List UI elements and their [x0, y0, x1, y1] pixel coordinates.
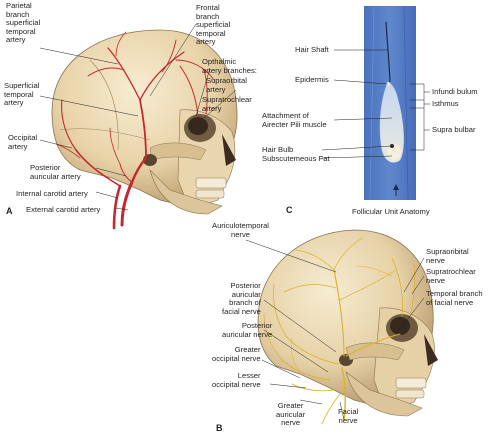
label-supratrochlear-artery: Supratrochlear artery [202, 95, 252, 113]
label-superficial-temporal-artery: Superficial temporal artery [4, 81, 40, 108]
label-supratrochlear-nerve: Supratrochlear nerve [426, 267, 476, 285]
label-subcutaneous-fat: Subscutemeous Fat [262, 154, 330, 163]
label-supra-bulbar: Supra bulbar [432, 125, 476, 134]
label-temporal-branch-facial-nerve: Temporal branch of facial nerve [426, 289, 483, 307]
label-infundibulum: Infundi bulum [432, 87, 478, 96]
leader-lines-a [39, 23, 237, 211]
label-parietal-branch: Parietal branch superficial temporal art… [6, 1, 41, 45]
label-arrector-pili-attachment: Attachment of Airecter Pili muscle [262, 111, 327, 129]
skull-b [257, 229, 438, 417]
label-isthmus: Isthmus [432, 99, 459, 108]
panel-letter-a: A [6, 206, 13, 216]
leader-lines-b [245, 239, 425, 421]
label-supraorbital-artery: Supraorbital artery [206, 76, 247, 94]
label-hair-shaft: Hair Shaft [295, 45, 329, 54]
skull-a [51, 29, 238, 215]
label-auriculotemporal-nerve: Auriculotemporal nerve [212, 221, 269, 239]
panel-letter-c: C [286, 205, 293, 215]
follicular-unit-caption: Follicular Unit Anatomy [352, 207, 430, 216]
leader-lines-c [321, 49, 430, 159]
label-occipital-artery: Occipital artery [8, 133, 38, 151]
label-posterior-auricular-artery: Posterior auricular artery [30, 163, 81, 181]
label-internal-carotid-artery: Internal carotid artery [16, 189, 88, 198]
label-epidermis: Epidermis [295, 75, 329, 84]
label-external-carotid-artery: External carotid artery [26, 205, 101, 214]
follicle-photo [364, 5, 416, 201]
label-greater-occipital-nerve: Greater occipital nerve [212, 345, 261, 363]
label-frontal-branch: Frontal branch superficial temporal arte… [196, 3, 231, 47]
label-posterior-auricular-branch: Posterior auricular branch of facial ner… [222, 281, 261, 316]
label-supraorbital-nerve: Supraoribital nerve [426, 247, 469, 265]
panel-letter-b: B [216, 423, 223, 433]
label-facial-nerve: Facial nerve [338, 407, 359, 425]
label-lesser-occipital-nerve: Lesser occipital nerve [212, 371, 261, 389]
label-ophthalmic-branches: Opthalmic artery branches: [202, 57, 257, 75]
nerves-b [263, 237, 416, 425]
label-greater-auricular-nerve: Greater auricular nerve [276, 401, 306, 428]
label-hair-bulb: Hair Bulb [262, 145, 294, 154]
label-posterior-auricular-nerve: Posterior auricular nerve [222, 321, 273, 339]
